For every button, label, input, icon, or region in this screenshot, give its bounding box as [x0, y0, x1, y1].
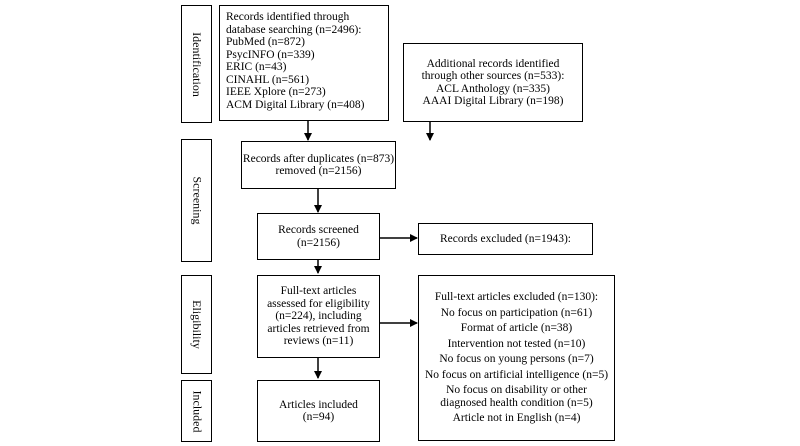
reason-not-english: Article not in English (n=4) [452, 412, 581, 425]
source-pubmed: PubMed (n=872) [226, 36, 305, 48]
records-screened-box: Records screened (n=2156) [257, 213, 380, 260]
stage-eligibility: Eligibility [181, 275, 212, 374]
fulltext-line-3: (n=224), including [275, 310, 362, 323]
reason-no-participation: No focus on participation (n=61) [440, 306, 593, 319]
fulltext-line-2: assessed for eligibility [267, 297, 370, 310]
stage-screening-label: Screening [190, 176, 205, 225]
fulltext-line-1: Full-text articles [280, 285, 357, 298]
duplicates-removed-box: Records after duplicates (n=873) removed… [241, 141, 396, 189]
fulltext-line-4: articles retrieved from [267, 322, 370, 335]
source-eric: ERIC (n=43) [226, 61, 287, 73]
other-sources-line-1: Additional records identified [426, 57, 560, 70]
other-sources-box: Additional records identified through ot… [403, 43, 583, 122]
included-line-2: (n=94) [302, 411, 335, 423]
source-cinahl: CINAHL (n=561) [226, 73, 310, 86]
articles-included-box: Articles included (n=94) [257, 380, 380, 442]
stage-identification: Identification [181, 5, 212, 123]
included-line-1: Articles included [279, 398, 358, 411]
source-aaai-digital-library: AAAI Digital Library (n=198) [422, 95, 564, 107]
duplicates-line-1: Records after duplicates (n=873) [242, 152, 395, 165]
stage-included: Included [181, 380, 212, 442]
source-psycinfo: PsycINFO (n=339) [226, 48, 315, 61]
source-acl-anthology: ACL Anthology (n=335) [435, 82, 551, 95]
reason-no-disability-1: No focus on disability or other [446, 384, 587, 397]
database-search-box: Records identified through database sear… [219, 5, 389, 121]
duplicates-line-2: removed (n=2156) [275, 165, 362, 177]
stage-eligibility-label: Eligibility [190, 300, 205, 349]
fulltext-assessed-box: Full-text articles assessed for eligibil… [257, 275, 380, 358]
stage-screening: Screening [181, 139, 212, 262]
database-search-heading-1: Records identified through [226, 11, 350, 23]
fulltext-excluded-box: Full-text articles excluded (n=130): No … [418, 275, 615, 441]
reason-no-disability-2: diagnosed health condition (n=5) [440, 396, 593, 409]
reason-no-young-persons: No focus on young persons (n=7) [439, 353, 594, 366]
fulltext-line-5: reviews (n=11) [283, 335, 354, 348]
reason-no-ai: No focus on artificial intelligence (n=5… [424, 368, 609, 381]
source-acm-digital-library: ACM Digital Library (n=408) [226, 98, 365, 111]
source-ieee-xplore: IEEE Xplore (n=273) [226, 86, 326, 98]
screened-line-1: Records screened [278, 224, 359, 236]
stage-identification-label: Identification [190, 31, 205, 97]
screened-line-2: (n=2156) [297, 236, 340, 249]
reason-intervention-not-tested: Intervention not tested (n=10) [447, 337, 586, 350]
database-search-heading-2: database searching (n=2496): [226, 23, 362, 36]
reason-format: Format of article (n=38) [460, 322, 573, 335]
records-excluded-box: Records excluded (n=1943): [418, 223, 593, 255]
fulltext-excluded-heading: Full-text articles excluded (n=130): [434, 291, 599, 304]
records-excluded-text: Records excluded (n=1943): [439, 232, 572, 245]
other-sources-line-2: through other sources (n=533): [421, 70, 565, 82]
stage-included-label: Included [190, 390, 205, 432]
